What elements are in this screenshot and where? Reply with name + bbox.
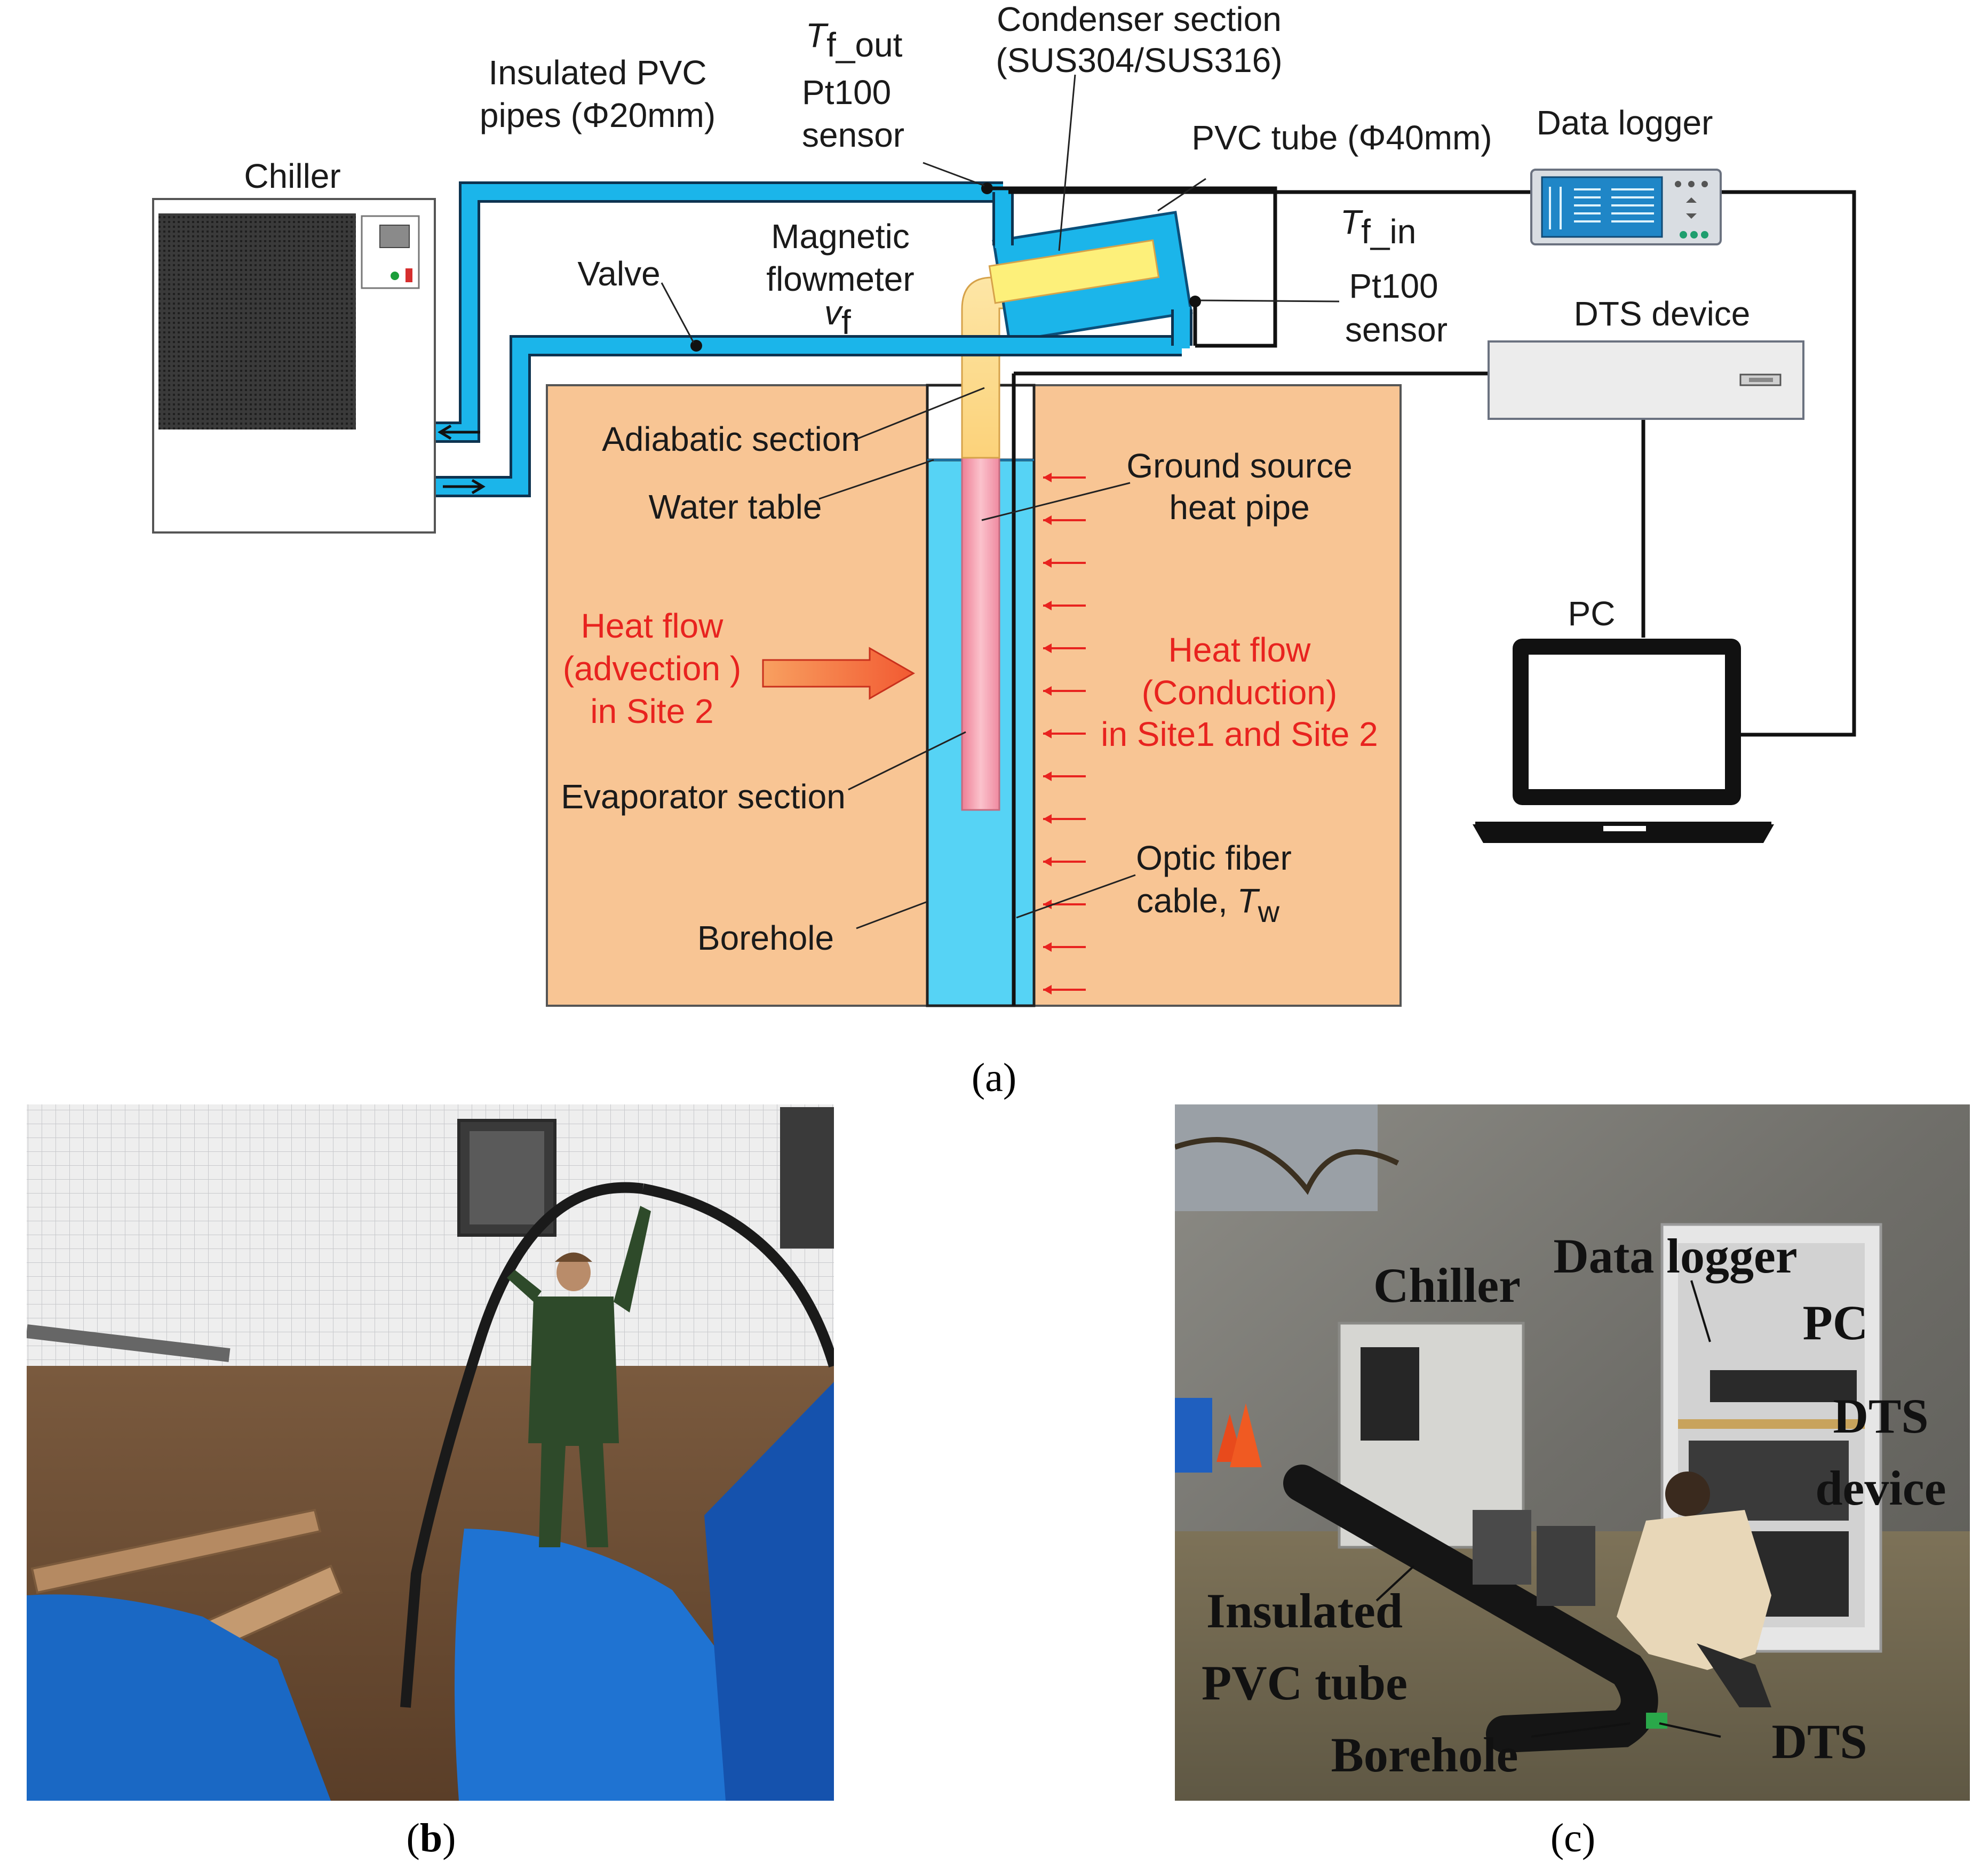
condenser-section xyxy=(988,239,1160,304)
dts-device-box xyxy=(1488,340,1804,420)
label-pvc-tube: PVC tube (Φ40mm) xyxy=(1191,118,1492,157)
heat-pipe-evaporator xyxy=(961,457,1000,811)
panel-a-diagram: Chiller Insulated PVC pipes (Φ20mm) Tf_o… xyxy=(152,0,1856,1100)
data-logger-device xyxy=(1530,169,1722,245)
label-tf-out: Tf_out xyxy=(806,16,903,64)
inlet-flow-arrow xyxy=(443,479,486,495)
label-insulated-pipes-1: Insulated PVC xyxy=(488,53,706,92)
label-condenser-1: Condenser section xyxy=(997,0,1282,38)
label-heat-conduction-2: (Conduction) xyxy=(1142,673,1337,712)
conduction-arrowhead-3 xyxy=(1043,558,1052,568)
photo-label-insulated-2: PVC tube xyxy=(1202,1656,1407,1710)
chiller-display xyxy=(379,225,410,248)
label-pt100-top-1: Pt100 xyxy=(802,73,891,112)
photo-label-borehole: Borehole xyxy=(1331,1728,1518,1782)
label-evaporator: Evaporator section xyxy=(561,777,846,816)
chiller-red-switch xyxy=(405,268,412,282)
label-flowmeter-2: flowmeter xyxy=(766,260,914,298)
conduction-arrowhead-13 xyxy=(1043,985,1052,995)
photo-label-chiller: Chiller xyxy=(1373,1258,1521,1313)
panel-c-photo: Chiller Data logger PC DTS device Insula… xyxy=(1175,1104,1970,1860)
label-tf-in: Tf_in xyxy=(1340,203,1416,251)
label-heat-advection-1: Heat flow xyxy=(581,607,724,645)
photo-insulated-tube xyxy=(1283,1465,1658,1753)
label-adiabatic: Adiabatic section xyxy=(602,420,860,458)
conduction-arrowhead-5 xyxy=(1043,643,1052,653)
label-ground-source-2: heat pipe xyxy=(1169,488,1309,527)
label-optic-fiber-2: cable, Tw xyxy=(1136,881,1280,928)
chiller-grille xyxy=(158,213,356,430)
valve-dot xyxy=(690,340,702,352)
outlet-flow-arrow xyxy=(438,424,480,440)
conduction-arrows xyxy=(1043,473,1086,995)
laptop-pc xyxy=(1473,639,1774,843)
panel-b-photo: (b) xyxy=(27,1104,834,1860)
label-ground-source-1: Ground source xyxy=(1126,447,1352,485)
label-pt100-top-2: sensor xyxy=(802,116,904,154)
conduction-arrowhead-10 xyxy=(1043,857,1052,866)
leader-lines xyxy=(661,74,1340,929)
photo-label-dts-device-1: DTS xyxy=(1833,1389,1929,1443)
conduction-arrowhead-9 xyxy=(1043,814,1052,824)
photo-label-dts: DTS xyxy=(1772,1714,1867,1769)
label-heat-conduction-1: Heat flow xyxy=(1168,631,1311,669)
label-flowmeter-1: Magnetic xyxy=(771,217,910,256)
label-heat-conduction-3: in Site1 and Site 2 xyxy=(1101,715,1378,753)
conduction-arrowhead-11 xyxy=(1043,900,1052,909)
chiller-green-light xyxy=(391,272,399,280)
photo-label-pc: PC xyxy=(1803,1295,1868,1350)
condenser-assembly xyxy=(988,211,1193,343)
label-heat-advection-2: (advection ) xyxy=(563,649,741,688)
label-optic-fiber-1: Optic fiber xyxy=(1136,839,1292,877)
label-pt100-bottom-1: Pt100 xyxy=(1349,267,1438,305)
conduction-arrowhead-7 xyxy=(1043,729,1052,738)
label-valve: Valve xyxy=(577,254,660,293)
photo-label-insulated-1: Insulated xyxy=(1206,1584,1403,1638)
building-window-2 xyxy=(780,1107,834,1248)
label-water-table: Water table xyxy=(649,488,822,526)
sensor-cable-out xyxy=(987,186,1277,348)
label-pt100-bottom-2: sensor xyxy=(1345,311,1448,349)
label-pc: PC xyxy=(1568,594,1616,633)
label-borehole: Borehole xyxy=(697,919,834,957)
label-condenser-2: (SUS304/SUS316) xyxy=(996,41,1282,79)
conduction-arrowhead-8 xyxy=(1043,772,1052,781)
conduction-arrowhead-1 xyxy=(1043,473,1052,482)
photo-c-leader-lines xyxy=(1375,1280,1721,1738)
label-heat-advection-3: in Site 2 xyxy=(590,692,713,730)
label-insulated-pipes-2: pipes (Φ20mm) xyxy=(480,96,715,134)
conduction-arrowhead-4 xyxy=(1043,601,1052,610)
photo-label-dts-device-2: device xyxy=(1815,1461,1946,1515)
conduction-arrowhead-12 xyxy=(1043,942,1052,952)
photo-label-data-logger: Data logger xyxy=(1553,1229,1797,1283)
conduction-arrowhead-6 xyxy=(1043,686,1052,696)
caption-c: (c) xyxy=(1550,1816,1595,1860)
photo-worker xyxy=(1617,1510,1771,1670)
logger-to-pc-cable xyxy=(1721,190,1856,737)
conduction-arrowhead-2 xyxy=(1043,515,1052,525)
worker-figure xyxy=(528,1297,619,1547)
advection-heat-arrow xyxy=(762,647,916,700)
heat-pipe-hose xyxy=(400,1182,644,1708)
label-dts-device: DTS device xyxy=(1574,295,1751,333)
label-vf: vf xyxy=(824,293,851,341)
caption-b: (b) xyxy=(407,1816,456,1860)
label-chiller: Chiller xyxy=(244,157,340,195)
caption-a: (a) xyxy=(972,1055,1016,1100)
label-data-logger: Data logger xyxy=(1537,104,1713,142)
heat-pipe-adiabatic xyxy=(961,276,1005,459)
